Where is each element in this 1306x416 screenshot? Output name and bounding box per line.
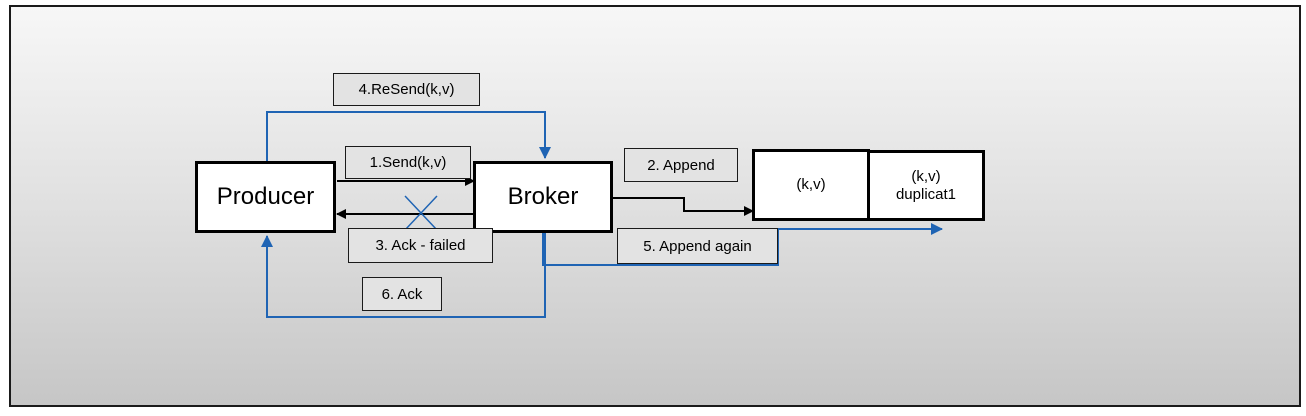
failure-cross-icon <box>404 195 438 231</box>
append-again-connector <box>542 223 943 266</box>
ack-connector <box>261 232 546 318</box>
ack-label-text: 6. Ack <box>381 285 423 303</box>
record-label: (k,v) <box>796 176 826 193</box>
producer-node: Producer <box>195 161 336 233</box>
broker-label: Broker <box>507 183 579 210</box>
append-again-label: 5. Append again <box>617 228 778 264</box>
send-label-text: 1.Send(k,v) <box>369 154 447 171</box>
duplicate-record-node: (k,v) duplicat1 <box>867 150 985 221</box>
producer-label: Producer <box>216 183 315 210</box>
broker-node: Broker <box>473 161 613 233</box>
append-label: 2. Append <box>624 148 738 182</box>
append-again-label-text: 5. Append again <box>643 237 752 255</box>
resend-label: 4.ReSend(k,v) <box>333 73 480 106</box>
ack-label: 6. Ack <box>362 277 442 311</box>
duplicate-record-name-label: duplicat1 <box>895 185 957 203</box>
ack-failed-label: 3. Ack - failed <box>348 228 493 263</box>
ack-failed-label-text: 3. Ack - failed <box>375 237 466 254</box>
send-label: 1.Send(k,v) <box>345 146 471 179</box>
append-connector <box>612 197 754 216</box>
append-label-text: 2. Append <box>647 156 715 174</box>
duplicate-record-key-label: (k,v) <box>911 167 941 185</box>
resend-label-text: 4.ReSend(k,v) <box>358 81 455 98</box>
record-node: (k,v) <box>752 149 870 221</box>
resend-connector <box>266 111 551 162</box>
